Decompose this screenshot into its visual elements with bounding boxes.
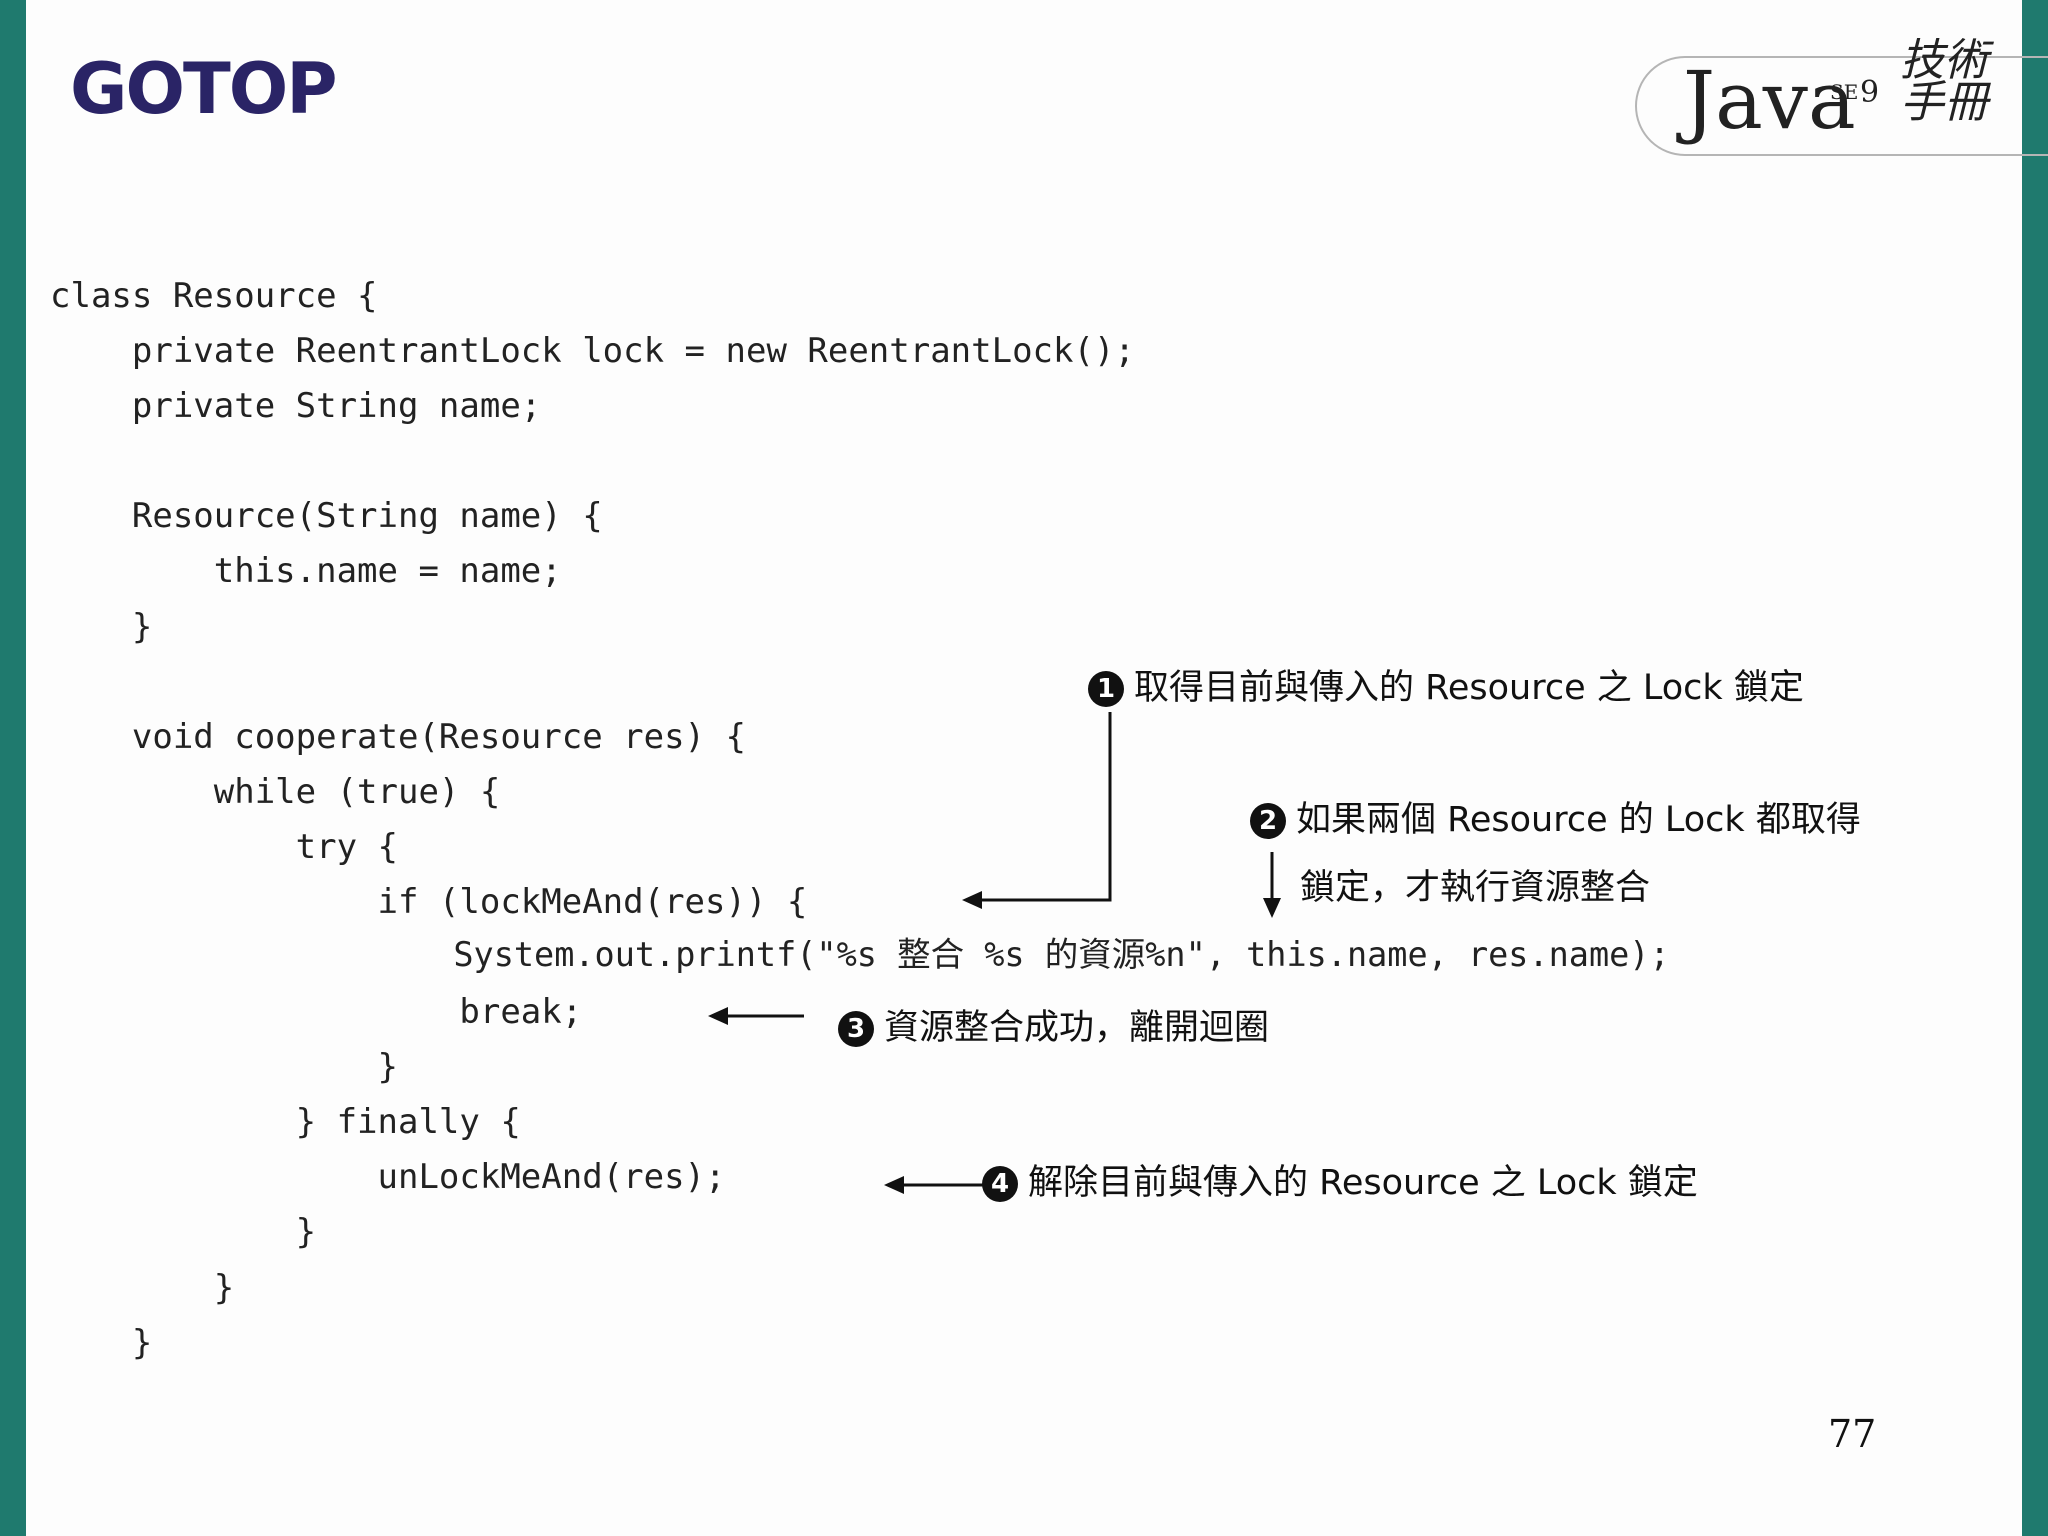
code-line: while (true) { bbox=[50, 772, 501, 812]
code-line: } bbox=[50, 1047, 398, 1087]
annotation-2-continued: 鎖定，才執行資源整合 bbox=[1300, 868, 1651, 908]
brand-java-text: Java bbox=[1683, 54, 1856, 147]
java-brand-logo: Java SE 9 技術手冊 bbox=[1635, 39, 2048, 180]
annotation-number: 2 bbox=[1250, 803, 1286, 839]
right-side-bar bbox=[2022, 0, 2048, 1536]
code-line: private ReentrantLock lock = new Reentra… bbox=[50, 331, 1135, 371]
annotation-number: 4 bbox=[982, 1166, 1018, 1202]
code-line: unLockMeAnd(res); bbox=[50, 1157, 726, 1197]
code-line: } bbox=[50, 1323, 153, 1363]
code-line: } bbox=[50, 1212, 317, 1252]
code-line: } bbox=[50, 607, 153, 647]
brand-oval bbox=[1635, 56, 2048, 156]
code-line: break; bbox=[50, 992, 583, 1032]
annotation-text: 解除目前與傳入的 Resource 之 Lock 鎖定 bbox=[1028, 1163, 1698, 1203]
code-line: this.name = name; bbox=[50, 551, 562, 591]
code-line: if (lockMeAnd(res)) { bbox=[50, 882, 808, 922]
arrow-1-head bbox=[962, 891, 982, 909]
code-line: Resource(String name) { bbox=[50, 496, 603, 536]
brand-version-text: 9 bbox=[1860, 75, 1880, 110]
annotation-text: 資源整合成功，離開迴圈 bbox=[884, 1008, 1270, 1048]
code-line: try { bbox=[50, 827, 398, 867]
code-line: private String name; bbox=[50, 386, 542, 426]
arrow-4-head bbox=[884, 1176, 904, 1194]
annotation-3: 3 資源整合成功，離開迴圈 bbox=[838, 1008, 1269, 1048]
arrow-3-head bbox=[708, 1007, 728, 1025]
annotation-1: 1 取得目前與傳入的 Resource 之 Lock 鎖定 bbox=[1088, 668, 1804, 708]
annotation-number: 3 bbox=[838, 1011, 874, 1047]
code-line: class Resource { bbox=[50, 276, 378, 316]
arrow-1-connector bbox=[978, 712, 1112, 902]
arrow-2-head bbox=[1263, 898, 1281, 918]
code-line: void cooperate(Resource res) { bbox=[50, 717, 746, 757]
annotation-number: 1 bbox=[1088, 671, 1124, 707]
code-line: System.out.printf("%s 整合 %s 的資源%n", this… bbox=[50, 935, 1670, 974]
code-line: } finally { bbox=[50, 1102, 521, 1142]
annotation-text: 取得目前與傳入的 Resource 之 Lock 鎖定 bbox=[1134, 668, 1804, 708]
left-side-bar bbox=[0, 0, 26, 1536]
page-number: 77 bbox=[1828, 1412, 1877, 1456]
annotation-2: 2 如果兩個 Resource 的 Lock 都取得 bbox=[1250, 800, 1861, 840]
annotation-4: 4 解除目前與傳入的 Resource 之 Lock 鎖定 bbox=[982, 1163, 1698, 1203]
brand-se-text: SE bbox=[1830, 80, 1859, 104]
gotop-logo: GOTOP bbox=[70, 48, 338, 130]
code-line: } bbox=[50, 1268, 235, 1308]
annotation-text: 如果兩個 Resource 的 Lock 都取得 bbox=[1296, 800, 1861, 840]
brand-handwritten-title: 技術手冊 bbox=[1900, 35, 1988, 128]
